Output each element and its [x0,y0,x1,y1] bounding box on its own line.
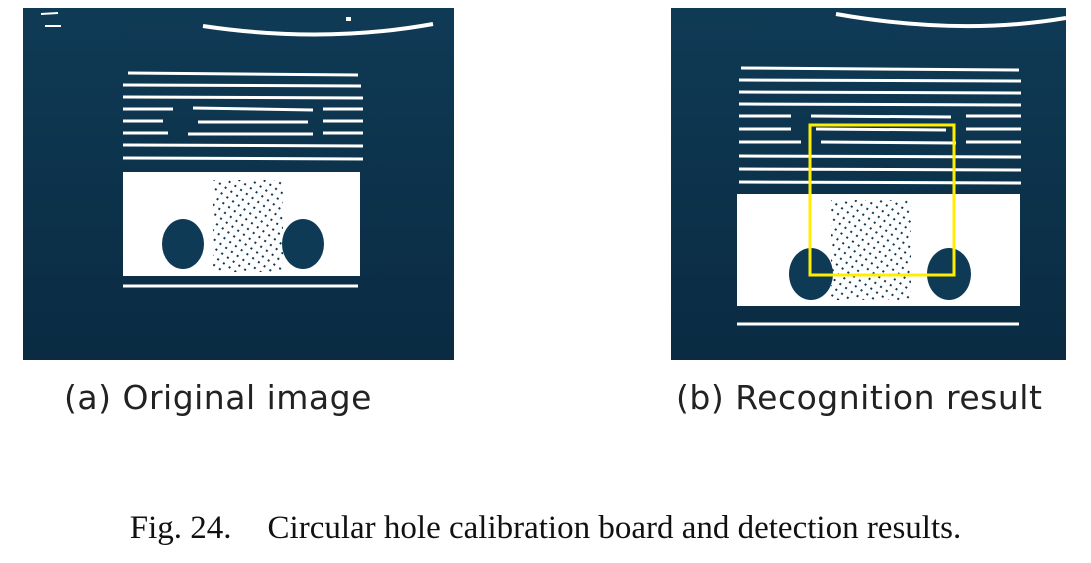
subfigure-a-tag: (a) [64,378,112,417]
subfigure-b-label: Recognition result [735,378,1043,417]
subfigure-b-tag: (b) [676,378,725,417]
calibration-board [123,172,360,288]
figure-caption-text: Circular hole calibration board and dete… [267,510,962,546]
subfigure-a-caption: (a) Original image [64,378,372,417]
figure-label: Fig. 24. [129,510,232,546]
hole-left [162,219,204,269]
subfigure-b-image [671,8,1066,360]
hole-right [282,219,324,269]
figure-caption: Fig. 24. Circular hole calibration board … [0,510,1091,547]
scan-lines [738,66,1022,185]
scan-lines [122,71,364,161]
subfigure-b-caption: (b) Recognition result [676,378,1042,417]
calibration-board [737,194,1020,326]
subfigure-a-label: Original image [122,378,372,417]
detection-box [808,123,956,277]
subfigure-a-image [23,8,454,360]
